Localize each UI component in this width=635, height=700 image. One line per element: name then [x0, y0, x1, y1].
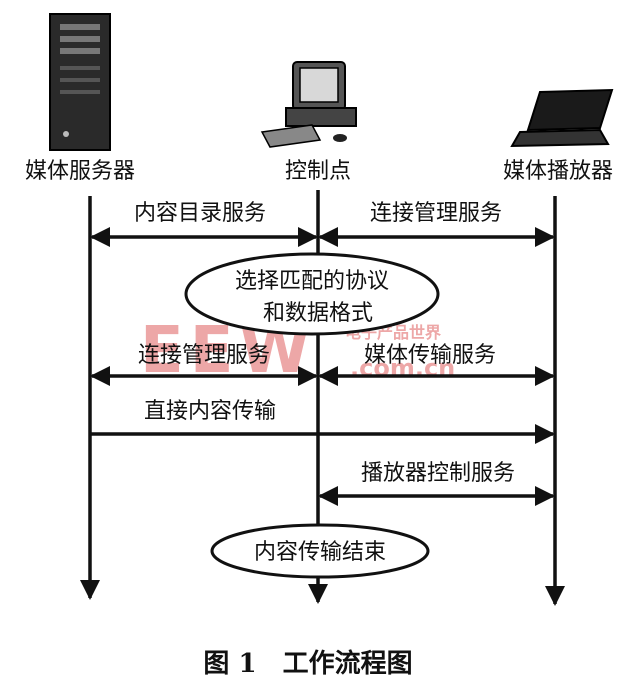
process-transfer-complete-label: 内容传输结束 [254, 540, 386, 565]
message-label-renderer-control: 播放器控制服务 [361, 461, 515, 486]
message-label-direct-transfer: 直接内容传输 [144, 399, 276, 424]
message-label-content-directory: 内容目录服务 [134, 201, 266, 226]
message-label-av-transport: 媒体传输服务 [364, 343, 496, 368]
actor-label-media-player: 媒体播放器 [503, 159, 613, 184]
media-player-laptop-icon [510, 88, 614, 148]
control-point-computer-icon [260, 61, 357, 148]
actor-label-media-server: 媒体服务器 [25, 159, 135, 184]
process-transfer-complete [210, 523, 430, 579]
actor-label-control-point: 控制点 [285, 159, 351, 184]
message-label-connection-mgmt-mid: 连接管理服务 [138, 343, 270, 368]
process-select-protocol-line1: 选择匹配的协议 [235, 269, 389, 294]
process-select-protocol [184, 252, 440, 336]
process-select-protocol-line2: 和数据格式 [263, 301, 373, 326]
figure-caption: 图 1 工作流程图 [203, 649, 412, 679]
media-server-icon [49, 13, 111, 151]
message-label-connection-mgmt-top: 连接管理服务 [370, 201, 502, 226]
